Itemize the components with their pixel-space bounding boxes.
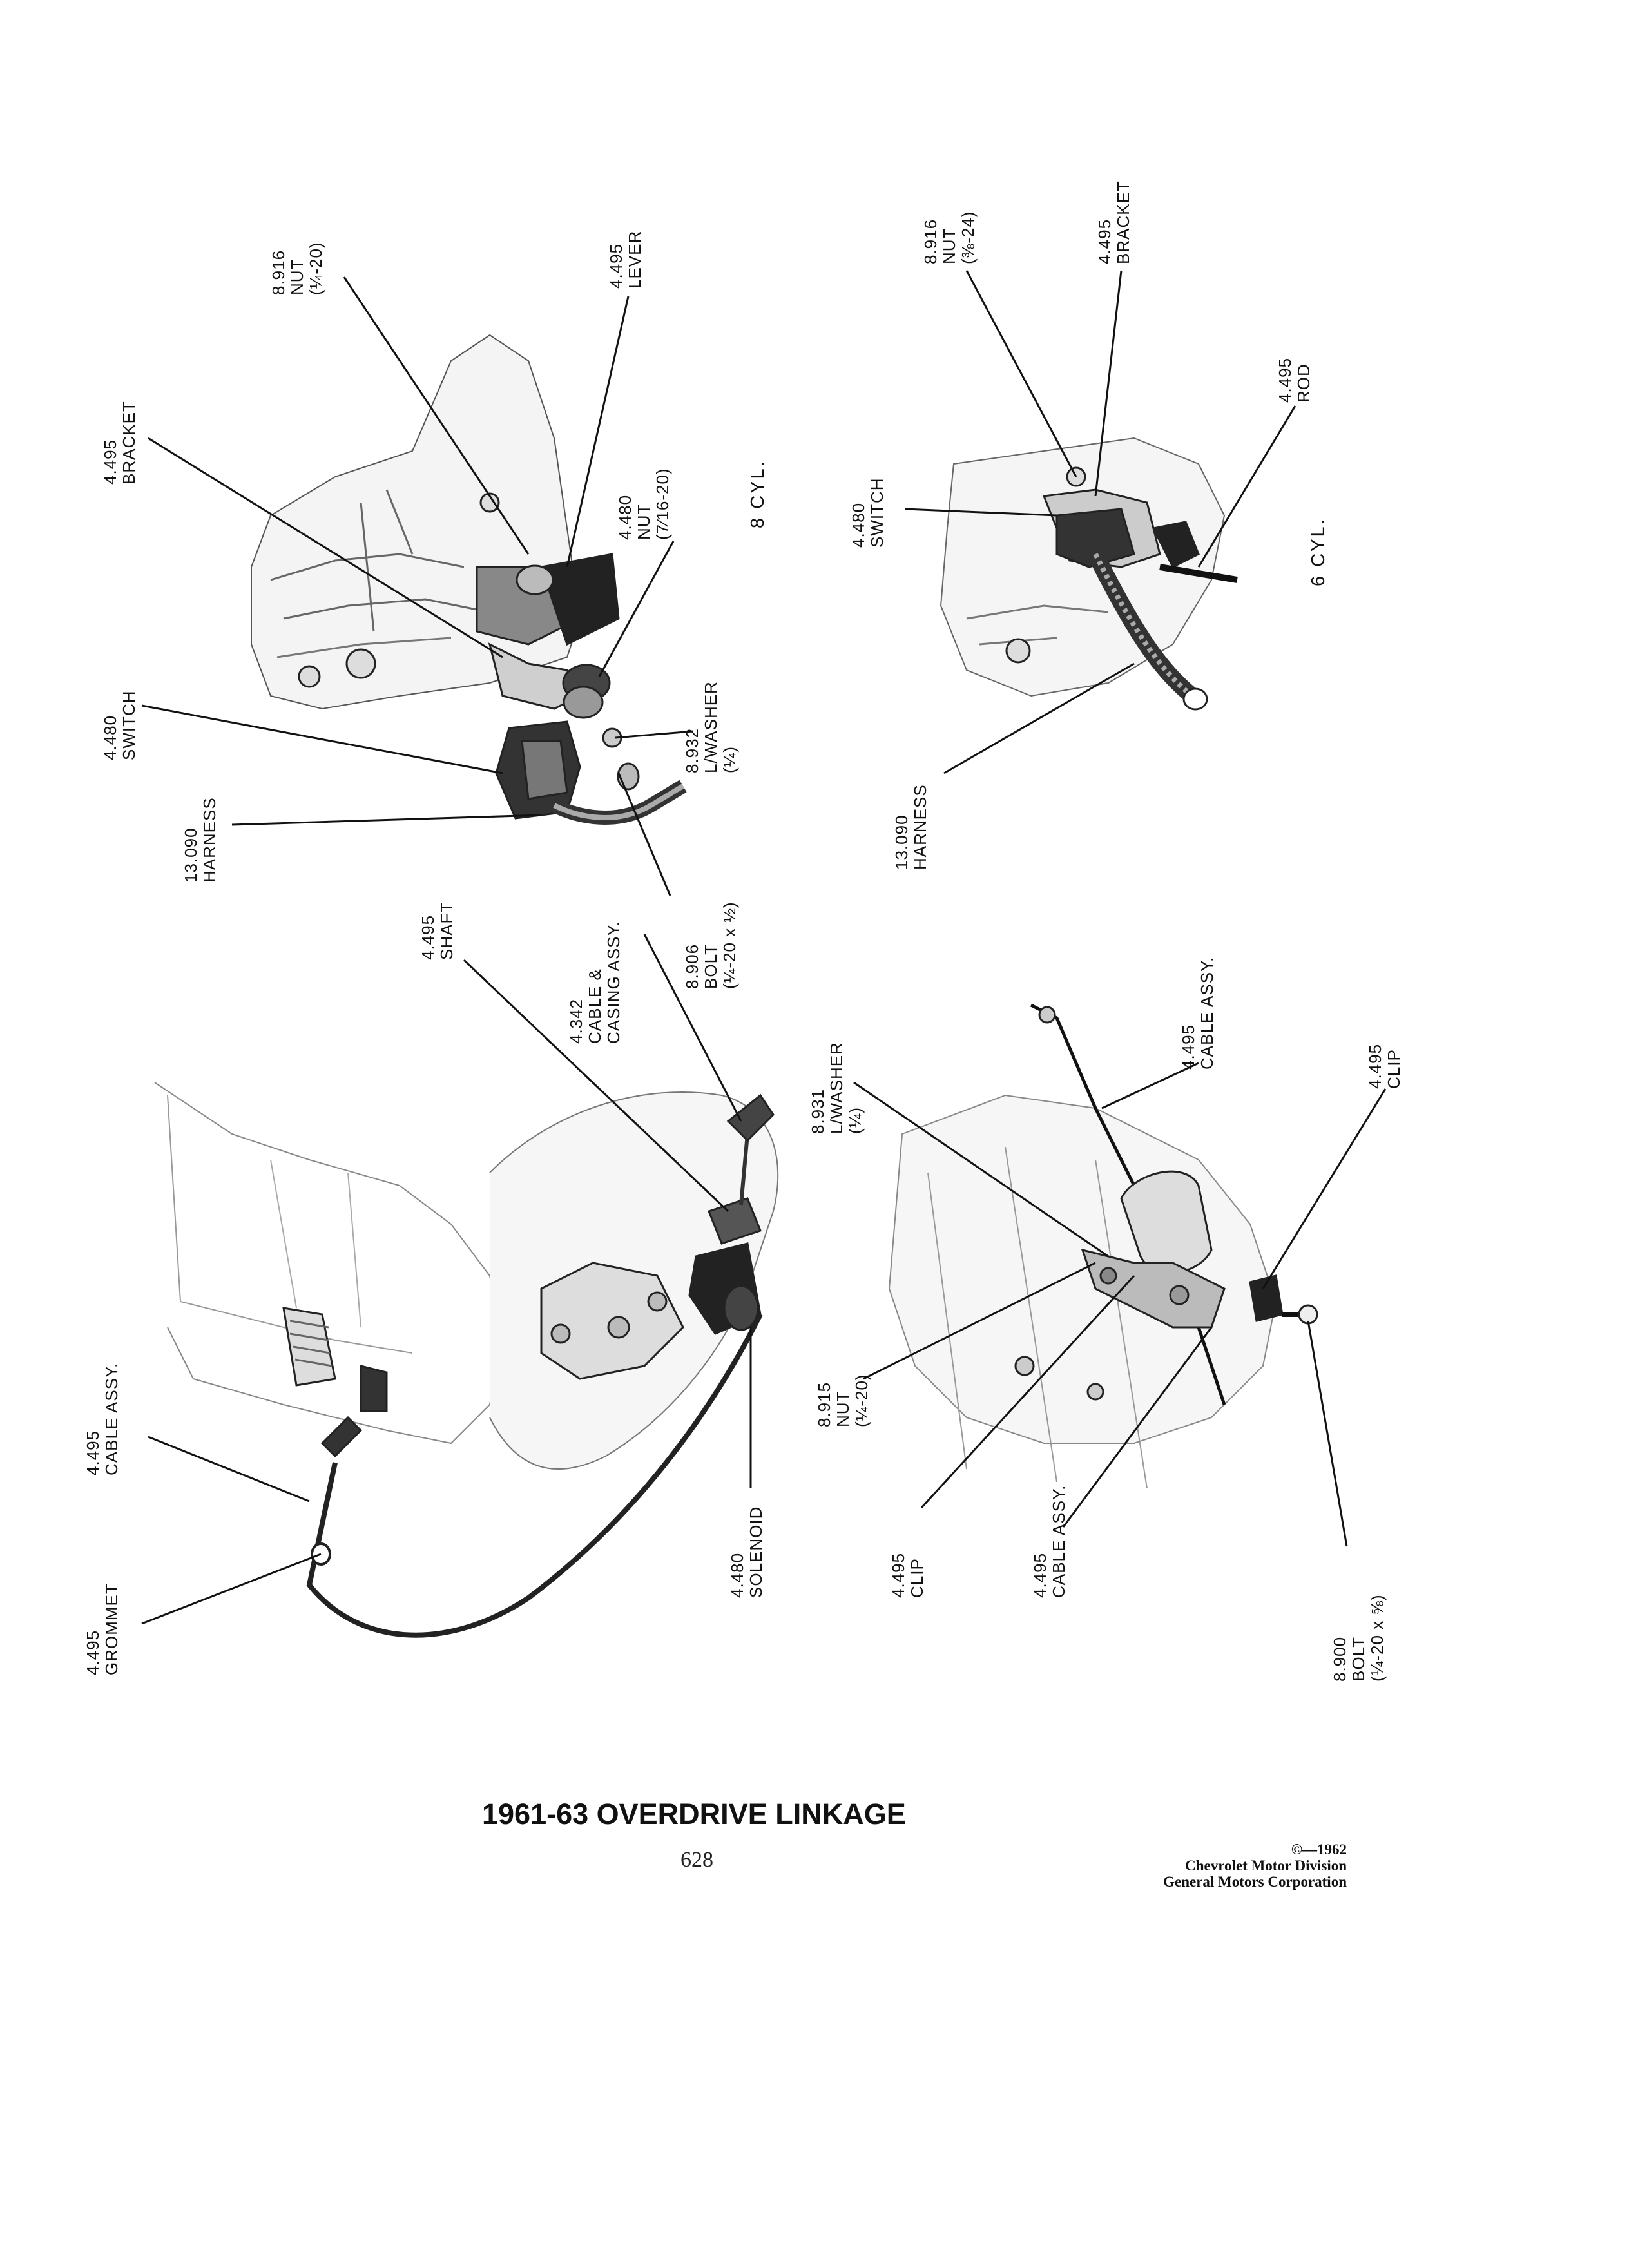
caption-6-cyl: 6 CYL. — [1308, 517, 1329, 586]
page-number: 628 — [680, 1848, 713, 1872]
solenoid-illustration — [154, 1082, 779, 1638]
leader-lines — [141, 270, 1387, 1625]
six-cyl-illustration — [940, 437, 1238, 711]
eight-cyl-illustration — [251, 334, 687, 825]
caption-8-cyl: 8 CYL. — [747, 459, 768, 528]
cable-mount-illustration — [888, 1003, 1318, 1489]
page-title: 1961-63 OVERDRIVE LINKAGE — [482, 1798, 906, 1831]
copyright-corporation: General Motors Corporation — [1163, 1874, 1347, 1890]
copyright-notice: ©—1962 Chevrolet Motor Division General … — [1095, 1841, 1347, 1890]
copyright-division: Chevrolet Motor Division — [1185, 1858, 1347, 1874]
copyright-year: ©—1962 — [1291, 1841, 1347, 1858]
